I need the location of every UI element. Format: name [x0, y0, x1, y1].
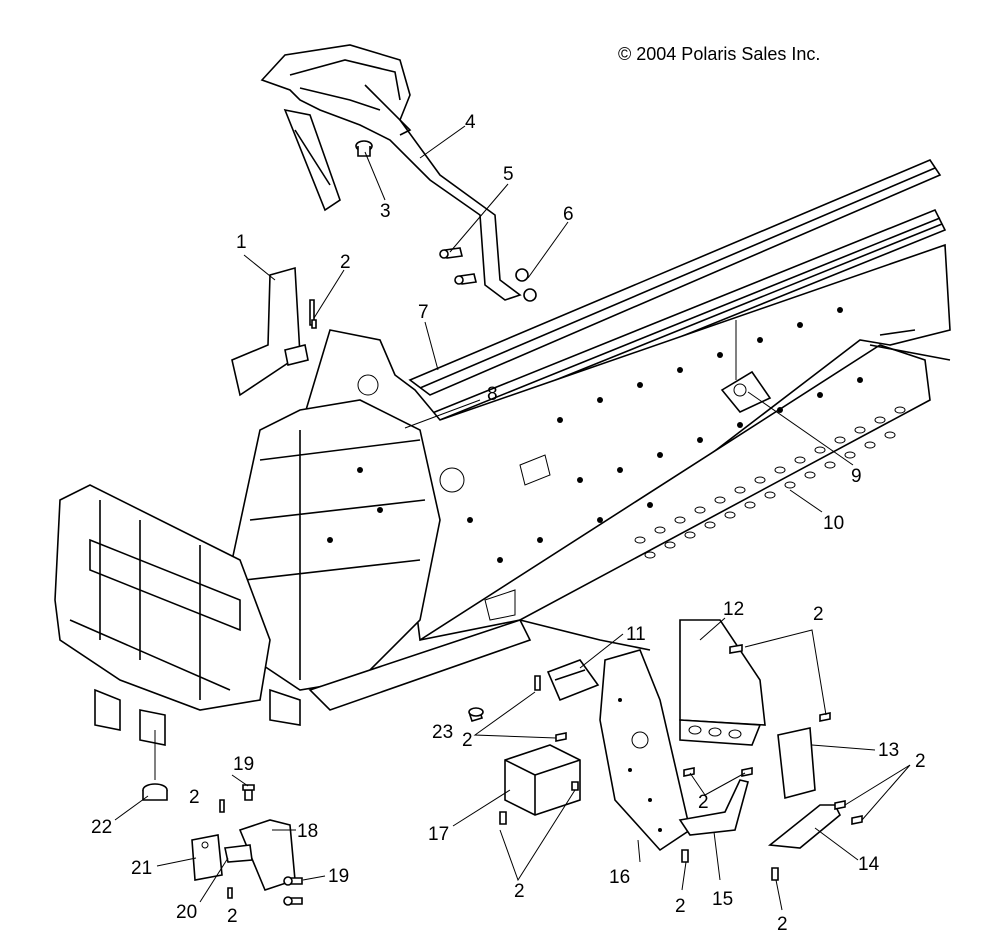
panel-1 [231, 266, 315, 397]
callout-6: 6 [563, 204, 574, 225]
panel-holes [327, 307, 863, 563]
callout-9: 9 [851, 466, 862, 487]
callout-5: 5 [503, 164, 514, 185]
grommet-9 [720, 320, 772, 413]
callout-2: 2 [777, 914, 788, 935]
running-board-holes [634, 406, 906, 559]
callout-23: 23 [432, 722, 453, 743]
callout-22: 22 [91, 817, 112, 838]
fastener-23 [468, 707, 484, 722]
bracket-16 [599, 649, 691, 852]
callout-2: 2 [189, 787, 200, 808]
callout-14: 14 [858, 854, 880, 875]
callout-4: 4 [465, 112, 476, 133]
fastener-3 [355, 140, 373, 157]
callout-15: 15 [712, 889, 733, 910]
callout-19: 19 [328, 866, 349, 887]
callout-2: 2 [227, 906, 238, 927]
tunnel-chassis [54, 159, 951, 746]
callout-17: 17 [428, 824, 449, 845]
callout-7: 7 [418, 302, 429, 323]
heat-shield-12 [679, 619, 766, 746]
fasteners-19 [242, 784, 303, 906]
callout-2: 2 [514, 881, 525, 902]
bracket-13 [777, 727, 816, 800]
callout-13: 13 [878, 740, 899, 761]
bracket-11 [546, 659, 600, 702]
fastener-5 [439, 247, 477, 285]
bracket-17 [504, 744, 581, 816]
callout-2: 2 [813, 604, 824, 625]
callout-10: 10 [823, 513, 844, 534]
callout-19: 19 [233, 754, 254, 775]
callout-21: 21 [131, 858, 152, 879]
bracket-20 [224, 844, 253, 863]
callout-18: 18 [297, 821, 318, 842]
plate-21 [191, 834, 223, 881]
callout-2: 2 [462, 730, 473, 751]
callout-11: 11 [626, 624, 646, 645]
copyright-text: © 2004 Polaris Sales Inc. [618, 44, 820, 64]
rivets-2 [219, 319, 863, 899]
callout-1: 1 [236, 232, 247, 253]
callout-8: 8 [487, 384, 498, 405]
nut-6 [515, 268, 537, 302]
callout-2: 2 [675, 896, 686, 917]
bracket-18 [238, 819, 296, 891]
callout-2: 2 [915, 751, 926, 772]
grab-handle [260, 44, 522, 301]
bracket-15 [678, 779, 749, 836]
leader-lines [114, 125, 911, 911]
callout-2: 2 [340, 252, 351, 273]
callout-12: 12 [723, 599, 744, 620]
callout-3: 3 [380, 201, 391, 222]
bumper-22 [142, 730, 168, 801]
callout-2: 2 [698, 792, 709, 813]
callouts: 1 2 3 4 5 6 7 8 9 10 11 12 2 13 2 14 2 1… [91, 112, 926, 935]
callout-20: 20 [176, 902, 197, 923]
callout-16: 16 [609, 867, 630, 888]
bracket-14 [767, 804, 842, 849]
